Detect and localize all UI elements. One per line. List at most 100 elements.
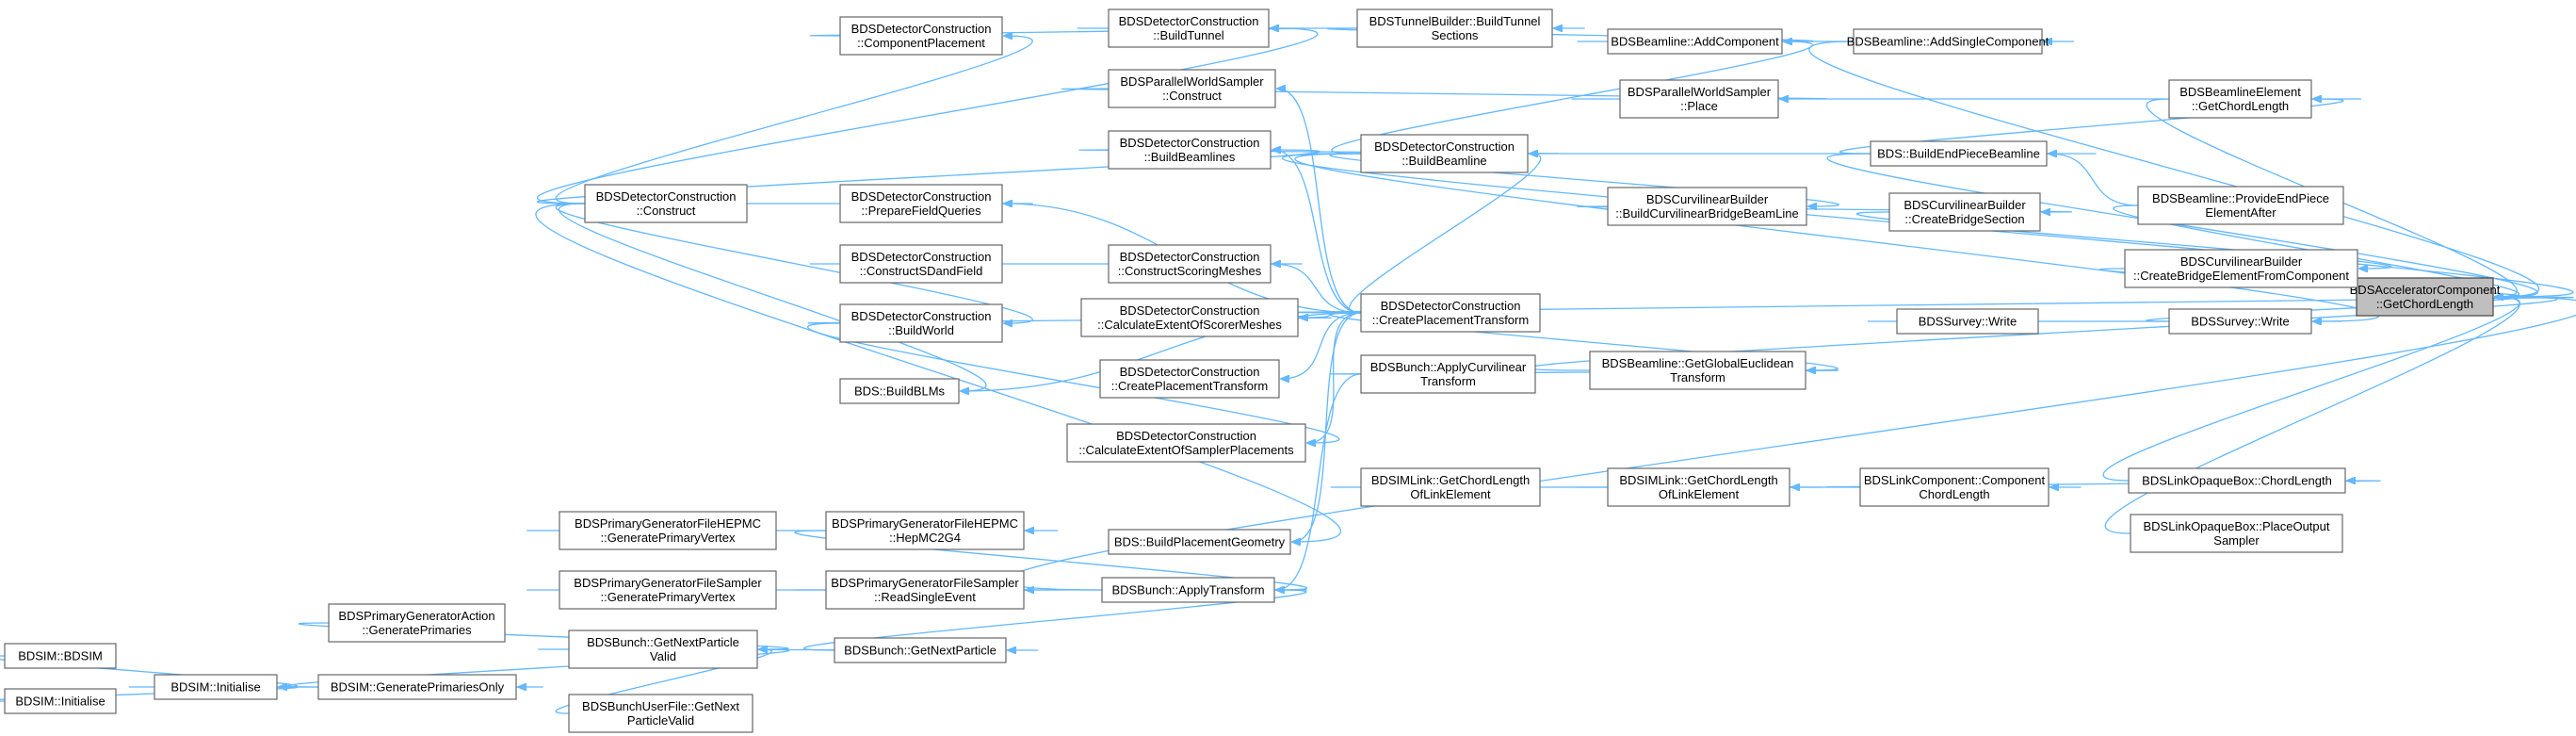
node-cb-buildbridge[interactable]: BDSCurvilinearBuilder::BuildCurvilinearB… (1607, 187, 1807, 226)
node-box[interactable] (825, 511, 1025, 550)
node-dc-buildbeamlines[interactable]: BDSDetectorConstruction::BuildBeamlines (1108, 130, 1272, 170)
node-box[interactable] (568, 630, 758, 669)
node-box[interactable] (839, 378, 960, 404)
node-box[interactable] (1607, 28, 1783, 55)
node-box[interactable] (1360, 134, 1529, 173)
node-dc-buildbeamline[interactable]: BDSDetectorConstruction::BuildBeamline (1360, 134, 1529, 173)
node-box[interactable] (568, 694, 753, 733)
node-dc-calcscorer[interactable]: BDSDetectorConstruction::CalculateExtent… (1080, 298, 1299, 337)
node-box[interactable] (2356, 277, 2494, 317)
node-bdsim-genprimonly[interactable]: BDSIM::GeneratePrimariesOnly (317, 674, 517, 700)
node-box[interactable] (1888, 192, 2041, 232)
node-pws-construct[interactable]: BDSParallelWorldSampler::Construct (1108, 69, 1276, 108)
node-box[interactable] (328, 603, 506, 643)
node-box[interactable] (1099, 359, 1280, 399)
node-bds-buildendpiece[interactable]: BDS::BuildEndPieceBeamline (1870, 140, 2048, 167)
node-elem-getchord[interactable]: BDSBeamlineElement::GetChordLength (2168, 79, 2312, 119)
node-box[interactable] (1360, 293, 1541, 333)
node-bdsim-initialise[interactable]: BDSIM::Initialise (154, 674, 278, 700)
node-dc-createplacement2[interactable]: BDSDetectorConstruction::CreatePlacement… (1099, 359, 1280, 399)
node-box[interactable] (584, 184, 748, 223)
node-box[interactable] (1108, 529, 1291, 555)
node-cb-createbridgeelement[interactable]: BDSCurvilinearBuilder::CreateBridgeEleme… (2124, 249, 2358, 288)
node-box[interactable] (1101, 577, 1275, 603)
node-acc-getchord[interactable]: BDSAcceleratorComponent::GetChordLength (2350, 277, 2501, 317)
node-box[interactable] (4, 688, 117, 714)
node-box[interactable] (2137, 186, 2344, 225)
node-bds-buildplacementgeom[interactable]: BDS::BuildPlacementGeometry (1108, 529, 1291, 555)
node-box[interactable] (1356, 8, 1553, 48)
node-dc-preparefield[interactable]: BDSDetectorConstruction::PrepareFieldQue… (839, 184, 1003, 223)
node-box[interactable] (2168, 79, 2312, 119)
node-dc-buildworld[interactable]: BDSDetectorConstruction::BuildWorld (839, 303, 1003, 343)
node-box[interactable] (1360, 467, 1541, 507)
node-box[interactable] (317, 674, 517, 700)
node-box[interactable] (1853, 28, 2043, 55)
node-box[interactable] (839, 303, 1003, 343)
node-box[interactable] (1066, 423, 1306, 463)
node-box[interactable] (154, 674, 278, 700)
node-box[interactable] (1108, 69, 1276, 108)
node-box[interactable] (1896, 308, 2039, 335)
node-box[interactable] (1619, 79, 1779, 119)
node-box[interactable] (559, 511, 777, 550)
node-box[interactable] (834, 637, 1007, 663)
node-hepmc-hepmc2g4[interactable]: BDSPrimaryGeneratorFileHEPMC::HepMC2G4 (825, 511, 1025, 550)
node-box[interactable] (825, 570, 1025, 610)
node-bdsim-initialise2[interactable]: BDSIM::Initialise (4, 688, 117, 714)
node-bunch-getnext[interactable]: BDSBunch::GetNextParticle (834, 637, 1007, 663)
node-dc-createplacement[interactable]: BDSDetectorConstruction::CreatePlacement… (1360, 293, 1541, 333)
node-sampler-genvertex[interactable]: BDSPrimaryGeneratorFileSampler::Generate… (559, 570, 777, 610)
node-dc-construct[interactable]: BDSDetectorConstruction::Construct (584, 184, 748, 223)
node-dc-componentplacement[interactable]: BDSDetectorConstruction::ComponentPlacem… (839, 16, 1003, 56)
node-box[interactable] (1589, 351, 1806, 390)
node-lob-chord[interactable]: BDSLinkOpaqueBox::ChordLength (2128, 467, 2346, 494)
node-beamline-addsingle[interactable]: BDSBeamline::AddSingleComponent (1847, 28, 2049, 55)
node-box[interactable] (2168, 308, 2312, 335)
node-cb-createbridgesection[interactable]: BDSCurvilinearBuilder::CreateBridgeSecti… (1888, 192, 2041, 232)
node-sampler-readsingle[interactable]: BDSPrimaryGeneratorFileSampler::ReadSing… (825, 570, 1025, 610)
node-label-line: BDSBeamline::AddSingleComponent (1847, 35, 2049, 49)
node-box[interactable] (1360, 354, 1536, 394)
node-box[interactable] (1080, 298, 1299, 337)
node-box[interactable] (839, 184, 1003, 223)
node-box[interactable] (1108, 8, 1270, 48)
node-bunch-applytransform[interactable]: BDSBunch::ApplyTransform (1101, 577, 1275, 603)
node-box[interactable] (1607, 467, 1790, 507)
node-box[interactable] (2130, 514, 2343, 553)
node-box[interactable] (1607, 187, 1807, 226)
node-box[interactable] (1859, 467, 2049, 507)
node-box[interactable] (1108, 244, 1272, 284)
node-dc-buildtunnel[interactable]: BDSDetectorConstruction::BuildTunnel (1108, 8, 1270, 48)
node-pga-genprimaries[interactable]: BDSPrimaryGeneratorAction::GeneratePrima… (328, 603, 506, 643)
node-box[interactable] (2128, 467, 2346, 494)
node-box[interactable] (839, 16, 1003, 56)
node-beamline-addcomp[interactable]: BDSBeamline::AddComponent (1607, 28, 1783, 55)
node-survey-write[interactable]: BDSSurvey::Write (2168, 308, 2312, 335)
node-box[interactable] (2124, 249, 2358, 288)
node-box[interactable] (1108, 130, 1272, 170)
node-box[interactable] (559, 570, 777, 610)
node-hepmc-genvertex[interactable]: BDSPrimaryGeneratorFileHEPMC::GeneratePr… (559, 511, 777, 550)
node-pws-place[interactable]: BDSParallelWorldSampler::Place (1619, 79, 1779, 119)
node-label-line: ::CreatePlacementTransform (1372, 313, 1529, 327)
node-box[interactable] (1870, 140, 2048, 167)
node-survey-write-src[interactable]: BDSSurvey::Write (1896, 308, 2039, 335)
node-box[interactable] (839, 244, 1003, 284)
node-bds-buildblms[interactable]: BDS::BuildBLMs (839, 378, 960, 404)
node-dc-constructsand[interactable]: BDSDetectorConstruction::ConstructSDandF… (839, 244, 1003, 284)
node-bdsim-bdsim[interactable]: BDSIM::BDSIM (4, 643, 117, 669)
node-box[interactable] (4, 643, 117, 669)
node-dc-constructscoring[interactable]: BDSDetectorConstruction::ConstructScorin… (1108, 244, 1272, 284)
node-dc-calcsampler[interactable]: BDSDetectorConstruction::CalculateExtent… (1066, 423, 1306, 463)
